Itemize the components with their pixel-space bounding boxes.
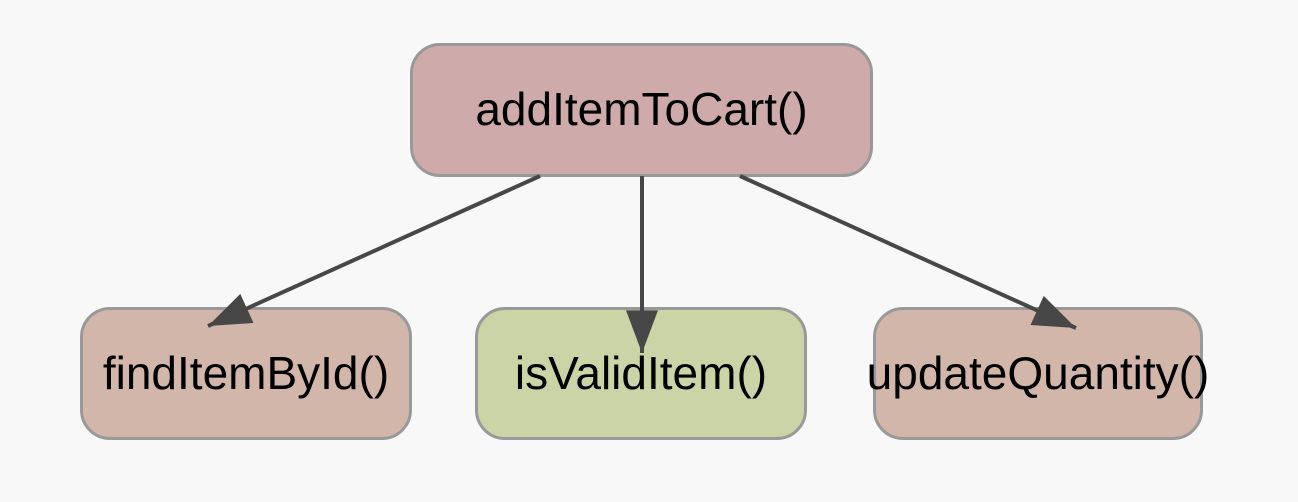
node-label: updateQuantity()	[866, 346, 1210, 399]
edge-root-to-find	[207, 174, 541, 328]
node-find-item-by-id: findItemById()	[80, 307, 412, 440]
node-is-valid-item: isValidItem()	[475, 307, 807, 440]
edge-root-to-update	[739, 174, 1077, 330]
node-add-item-to-cart: addItemToCart()	[410, 43, 873, 177]
node-label: addItemToCart()	[475, 83, 808, 136]
node-label: isValidItem()	[514, 346, 768, 399]
node-label: findItemById()	[102, 346, 390, 399]
node-update-quantity: updateQuantity()	[867, 307, 1209, 440]
